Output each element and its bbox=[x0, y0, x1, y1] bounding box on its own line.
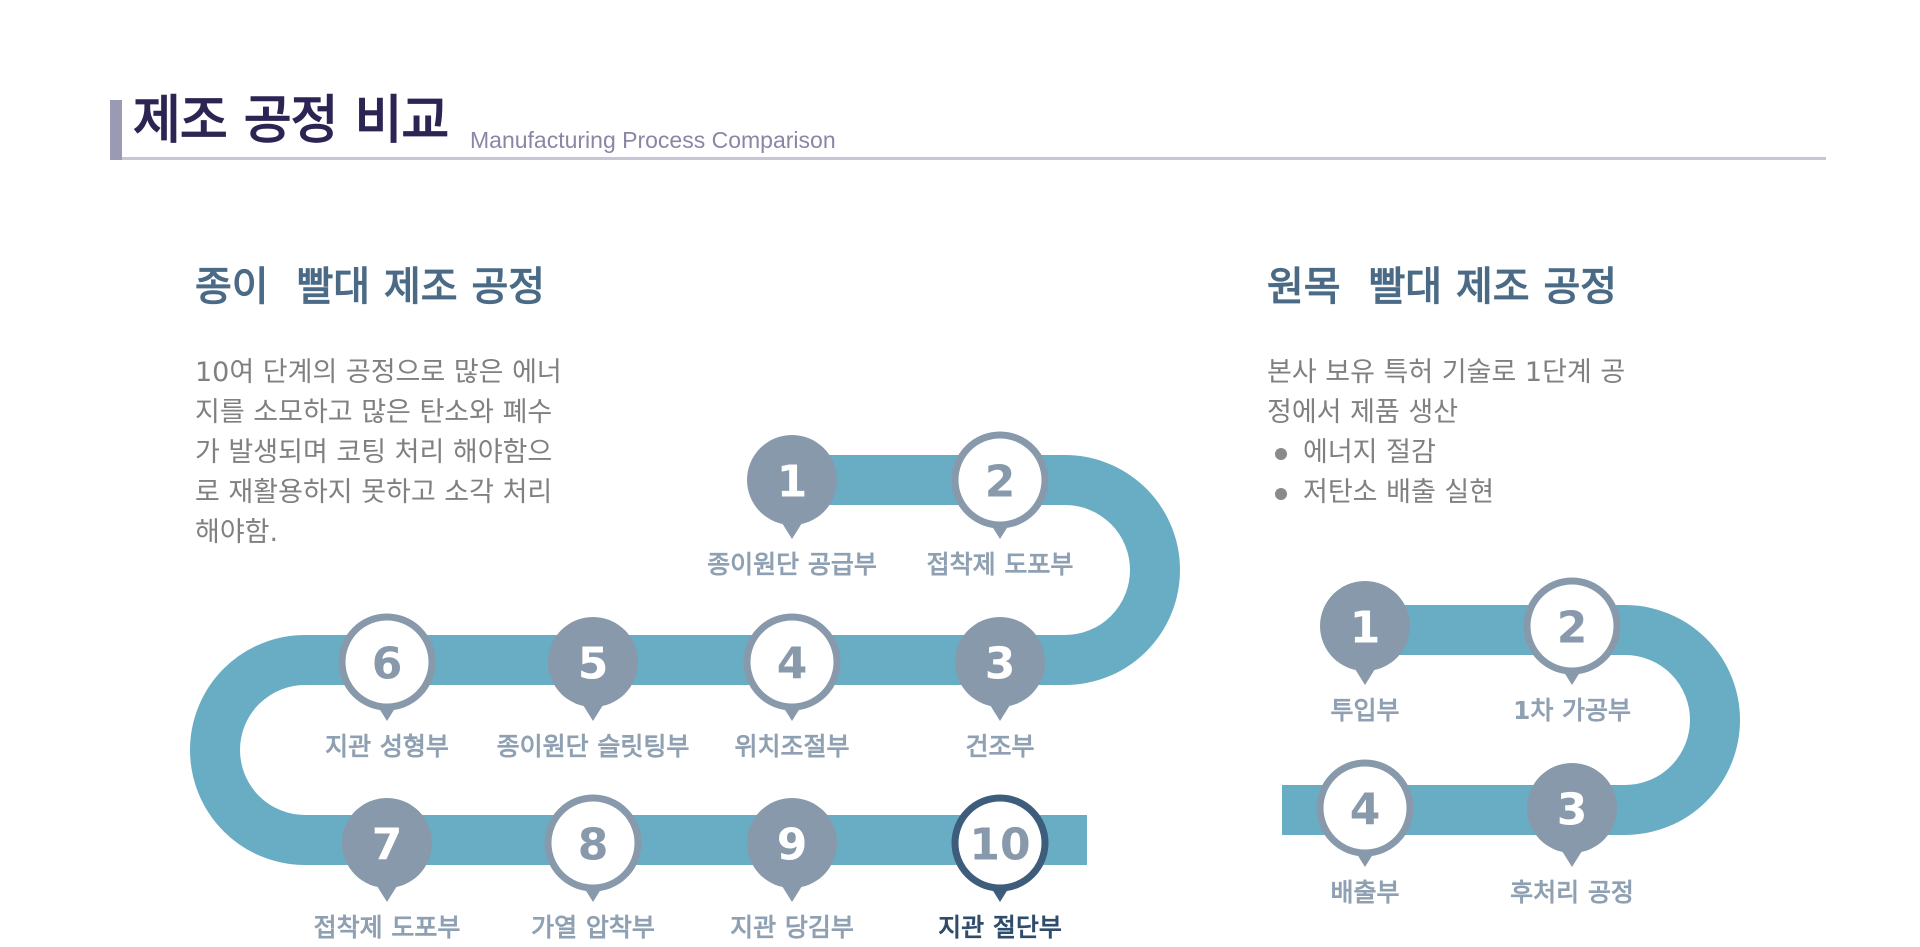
step-circle bbox=[1527, 763, 1617, 853]
wood-step-1: 1 투입부 bbox=[1320, 581, 1410, 725]
paper-step-5: 5 종이원단 슬릿팅부 bbox=[497, 617, 690, 761]
wood-benefit-item: 저탄소 배출 실현 bbox=[1267, 473, 1625, 513]
wood-process-description: 본사 보유 특허 기술로 1단계 공 정에서 제품 생산 에너지 절감 저탄소 … bbox=[1267, 353, 1625, 513]
step-label: 건조부 bbox=[965, 732, 1034, 761]
step-label: 지관 성형부 bbox=[325, 732, 449, 761]
step-circle bbox=[955, 617, 1045, 707]
step-number: 7 bbox=[372, 820, 403, 871]
step-label: 접착제 도포부 bbox=[927, 550, 1074, 579]
step-circle bbox=[951, 794, 1049, 892]
paper-step-7: 7 접착제 도포부 bbox=[314, 798, 461, 942]
paper-desc-line: 로 재활용하지 못하고 소각 처리 bbox=[195, 477, 553, 508]
title-accent-bar bbox=[110, 100, 122, 160]
step-pointer bbox=[782, 523, 802, 539]
wood-desc-line: 정에서 제품 생산 bbox=[1267, 397, 1459, 428]
step-pointer bbox=[583, 705, 603, 721]
step-pointer bbox=[377, 886, 397, 902]
step-label: 지관 당김부 bbox=[730, 913, 854, 942]
paper-desc-line: 10여 단계의 공정으로 많은 에너 bbox=[195, 357, 562, 388]
step-number: 2 bbox=[1557, 603, 1588, 654]
step-number: 8 bbox=[578, 820, 609, 871]
step-number: 1 bbox=[777, 457, 808, 508]
page-title: 제조 공정 비교 bbox=[133, 91, 449, 151]
step-label: 배출부 bbox=[1330, 878, 1399, 907]
step-number: 4 bbox=[777, 639, 808, 690]
paper-process-steps: 1 종이원단 공급부 2 접착제 도포부 3 건조부 4 위치조절부 5 종이원단 슬릿팅부 6 지관… bbox=[314, 431, 1074, 942]
step-label: 지관 절단부 bbox=[938, 913, 1062, 942]
step-label: 종이원단 공급부 bbox=[707, 550, 877, 579]
wood-step-3: 3 후처리 공정 bbox=[1510, 763, 1634, 907]
step-circle bbox=[1320, 581, 1410, 671]
step-number: 3 bbox=[1557, 785, 1588, 836]
step-number: 6 bbox=[372, 639, 403, 690]
wood-step-2: 2 1차 가공부 bbox=[1513, 577, 1631, 725]
step-label: 종이원단 슬릿팅부 bbox=[497, 732, 690, 761]
step-number: 3 bbox=[985, 639, 1016, 690]
step-circle bbox=[342, 798, 432, 888]
paper-step-4: 4 위치조절부 bbox=[734, 613, 850, 761]
wood-step-4: 4 배출부 bbox=[1316, 759, 1414, 907]
step-circle bbox=[747, 435, 837, 525]
paper-step-3: 3 건조부 bbox=[955, 617, 1045, 761]
paper-process-description: 10여 단계의 공정으로 많은 에너 지를 소모하고 많은 탄소와 폐수 가 발… bbox=[195, 353, 562, 553]
paper-process-track bbox=[190, 455, 1180, 865]
wood-benefit-list: 에너지 절감 저탄소 배출 실현 bbox=[1267, 433, 1625, 513]
step-circle bbox=[743, 613, 841, 711]
wood-desc-line: 본사 보유 특허 기술로 1단계 공 bbox=[1267, 357, 1626, 388]
title-divider bbox=[122, 157, 1826, 160]
step-number: 5 bbox=[578, 639, 609, 690]
step-number: 10 bbox=[969, 820, 1030, 871]
step-number: 9 bbox=[777, 820, 808, 871]
step-label: 위치조절부 bbox=[734, 732, 849, 761]
paper-desc-line: 해야함. bbox=[195, 517, 279, 548]
step-circle bbox=[1523, 577, 1621, 675]
step-number: 4 bbox=[1350, 785, 1381, 836]
step-pointer bbox=[782, 886, 802, 902]
paper-step-1: 1 종이원단 공급부 bbox=[707, 435, 877, 579]
paper-step-10: 10 지관 절단부 bbox=[938, 794, 1062, 942]
wood-process-track bbox=[1282, 605, 1740, 835]
step-circle bbox=[951, 431, 1049, 529]
step-circle bbox=[747, 798, 837, 888]
step-circle bbox=[338, 613, 436, 711]
paper-process-title: 종이 빨대 제조 공정 bbox=[195, 264, 546, 310]
step-pointer bbox=[1355, 669, 1375, 685]
step-circle bbox=[1316, 759, 1414, 857]
step-number: 1 bbox=[1350, 603, 1381, 654]
wood-benefit-item: 에너지 절감 bbox=[1267, 433, 1625, 473]
paper-step-8: 8 가열 압착부 bbox=[531, 794, 655, 942]
paper-step-6: 6 지관 성형부 bbox=[325, 613, 449, 761]
step-label: 가열 압착부 bbox=[531, 913, 655, 942]
page-subtitle: Manufacturing Process Comparison bbox=[470, 127, 836, 153]
step-circle bbox=[548, 617, 638, 707]
step-label: 접착제 도포부 bbox=[314, 913, 461, 942]
step-pointer bbox=[990, 705, 1010, 721]
step-label: 후처리 공정 bbox=[1510, 878, 1634, 907]
step-number: 2 bbox=[985, 457, 1016, 508]
paper-desc-line: 지를 소모하고 많은 탄소와 폐수 bbox=[195, 397, 553, 428]
step-label: 1차 가공부 bbox=[1513, 696, 1631, 725]
step-pointer bbox=[1562, 851, 1582, 867]
wood-process-steps: 1 투입부 2 1차 가공부 3 후처리 공정 4 배출부 bbox=[1316, 577, 1634, 907]
paper-desc-line: 가 발생되며 코팅 처리 해야함으 bbox=[195, 437, 553, 468]
paper-step-2: 2 접착제 도포부 bbox=[927, 431, 1074, 579]
wood-process-title: 원목 빨대 제조 공정 bbox=[1267, 264, 1618, 310]
step-label: 투입부 bbox=[1330, 696, 1399, 725]
step-circle bbox=[544, 794, 642, 892]
paper-step-9: 9 지관 당김부 bbox=[730, 798, 854, 942]
